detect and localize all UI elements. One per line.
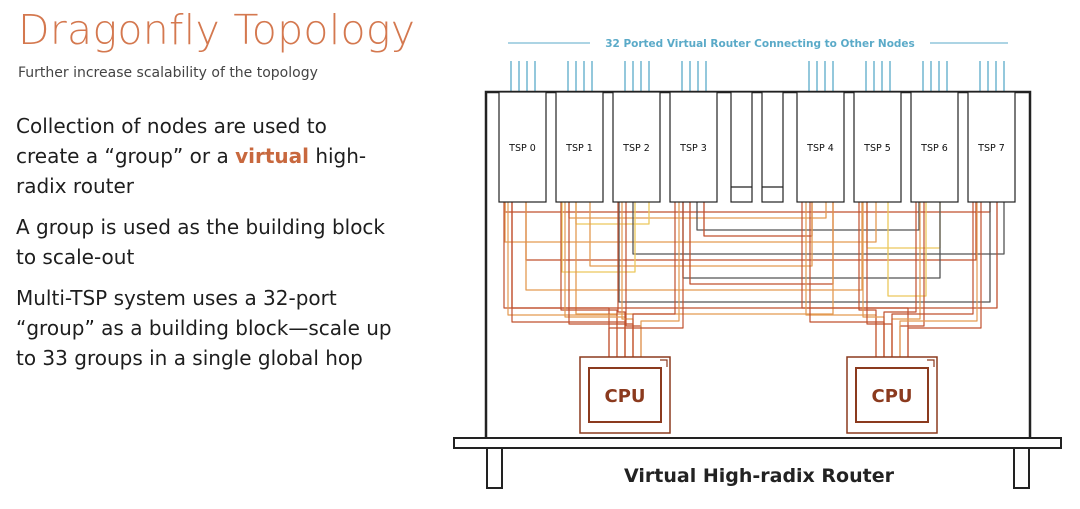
wire bbox=[866, 202, 941, 249]
bullet-text: high-radix router bbox=[16, 144, 367, 198]
wire bbox=[907, 202, 982, 357]
wire bbox=[632, 202, 1005, 255]
bullet-list: Collection of nodes are used to create a… bbox=[16, 111, 396, 384]
bullet-item-multi-tsp: Multi-TSP system uses a 32-port “group” … bbox=[16, 286, 392, 370]
wire bbox=[887, 202, 927, 297]
cpu-left-corner bbox=[660, 359, 668, 367]
wire bbox=[618, 202, 991, 303]
tsp-card-7: TSP 7 bbox=[967, 91, 1016, 203]
tsp-card-6: TSP 6 bbox=[910, 91, 959, 203]
tsp-card-4: TSP 4 bbox=[796, 91, 845, 203]
wire bbox=[883, 202, 917, 357]
bullet-text: Collection of nodes are used to create a… bbox=[16, 114, 327, 168]
chassis bbox=[484, 90, 1032, 438]
tsp-cards: TSP 0 TSP 1 TSP 2 TSP 3 TSP 4 TSP 5 TSP 6 TSP 7 bbox=[498, 91, 1016, 203]
cpu-right-inner bbox=[855, 367, 929, 423]
wire bbox=[503, 202, 610, 357]
bottom-caption: Virtual High-radix Router bbox=[624, 465, 895, 487]
tsp-card-body bbox=[910, 91, 959, 203]
tsp-card-label: TSP 3 bbox=[679, 143, 707, 154]
cpu-left-inner bbox=[588, 367, 662, 423]
tsp-card-5: TSP 5 bbox=[853, 91, 902, 203]
center-spine bbox=[730, 91, 784, 203]
wire bbox=[899, 202, 978, 357]
tsp-card-body bbox=[796, 91, 845, 203]
bullet-accent-virtual: virtual bbox=[235, 144, 309, 168]
slide-subtitle: Further increase scalability of the topo… bbox=[18, 65, 318, 81]
tsp-card-label: TSP 0 bbox=[508, 143, 536, 154]
tsp-card-2: TSP 2 bbox=[612, 91, 661, 203]
spine-block-left bbox=[730, 91, 753, 203]
wire bbox=[608, 202, 684, 357]
tsp-card-label: TSP 6 bbox=[920, 143, 948, 154]
tsp-card-label: TSP 1 bbox=[565, 143, 593, 154]
chassis-foot-right bbox=[1013, 448, 1030, 489]
wire bbox=[809, 202, 885, 357]
tsp-card-0: TSP 0 bbox=[498, 91, 547, 203]
tsp-card-body bbox=[498, 91, 547, 203]
tsp-card-body bbox=[555, 91, 604, 203]
tsp-card-3: TSP 3 bbox=[669, 91, 718, 203]
wire bbox=[621, 202, 634, 357]
wires bbox=[503, 202, 1005, 357]
chassis-foot-left bbox=[486, 448, 503, 489]
wire bbox=[561, 202, 636, 273]
bullet-item-building-block: A group is used as the building block to… bbox=[16, 215, 386, 269]
tsp-card-body bbox=[967, 91, 1016, 203]
wire bbox=[504, 202, 991, 213]
wire bbox=[568, 202, 634, 357]
tsp-card-body bbox=[612, 91, 661, 203]
cpu-right-label: CPU bbox=[871, 386, 912, 407]
chassis-base bbox=[453, 437, 1062, 449]
spine-block-right bbox=[761, 91, 784, 203]
wire bbox=[575, 202, 834, 315]
tsp-card-label: TSP 7 bbox=[977, 143, 1005, 154]
wire bbox=[696, 202, 920, 231]
cpu-right: CPU bbox=[846, 356, 938, 434]
wire bbox=[589, 202, 813, 267]
cpu-right-corner bbox=[927, 359, 935, 367]
slide-title: Dragonfly Topology bbox=[18, 6, 416, 54]
wire bbox=[525, 202, 863, 291]
tsp-card-1: TSP 1 bbox=[555, 91, 604, 203]
cpu-left-label: CPU bbox=[604, 386, 645, 407]
port-lines bbox=[510, 61, 1005, 92]
cpu-left: CPU bbox=[579, 356, 671, 434]
tsp-card-body bbox=[669, 91, 718, 203]
wire bbox=[525, 202, 977, 261]
top-caption: 32 Ported Virtual Router Connecting to O… bbox=[605, 38, 915, 50]
wire bbox=[632, 202, 676, 357]
tsp-card-label: TSP 2 bbox=[622, 143, 650, 154]
tsp-card-label: TSP 5 bbox=[863, 143, 891, 154]
wire bbox=[805, 202, 877, 357]
wire bbox=[560, 202, 618, 357]
wire bbox=[564, 202, 626, 357]
wire bbox=[862, 202, 885, 357]
wire bbox=[640, 202, 680, 357]
wire bbox=[891, 202, 974, 357]
tsp-card-body bbox=[853, 91, 902, 203]
wire bbox=[575, 202, 650, 225]
bullet-item-group: Collection of nodes are used to create a… bbox=[16, 111, 396, 201]
wire bbox=[703, 202, 813, 237]
tsp-card-label: TSP 4 bbox=[806, 143, 834, 154]
